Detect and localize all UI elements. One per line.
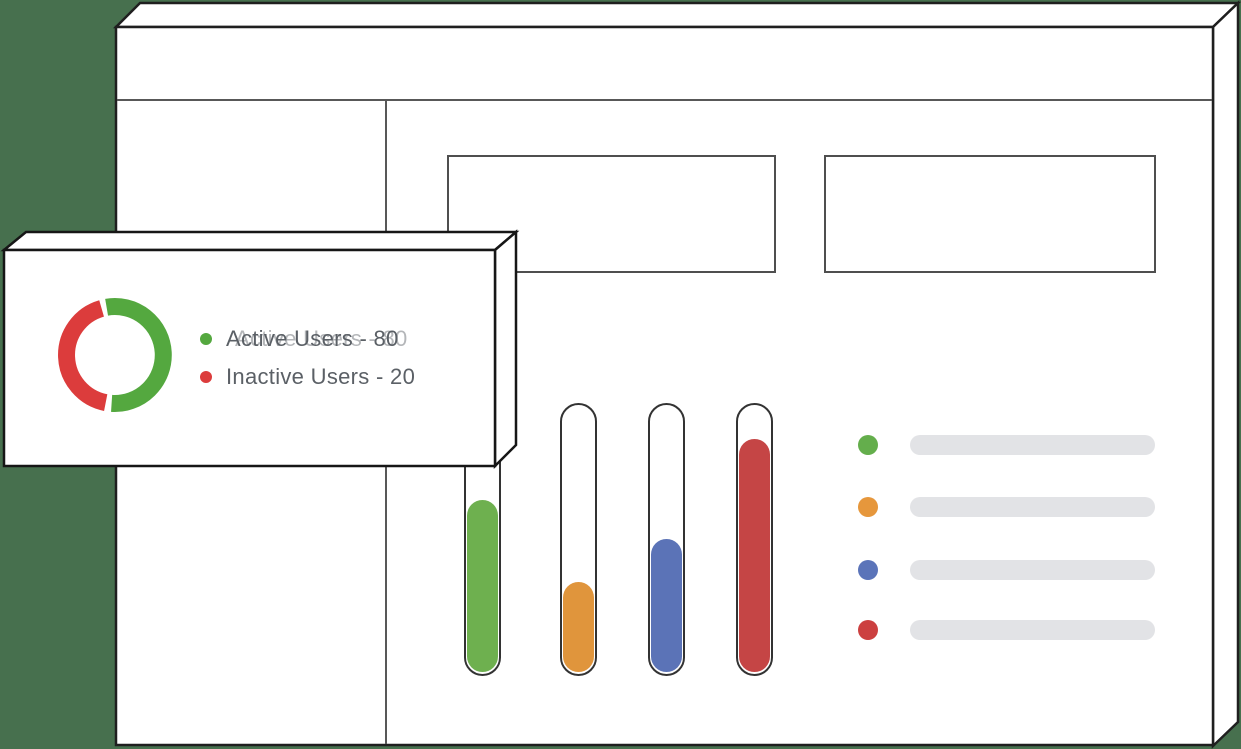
donut-arc-inactive-users xyxy=(58,300,108,411)
popup-card-3d-frame xyxy=(0,229,520,470)
legend-text-placeholder-1 xyxy=(910,435,1155,455)
tube-bar-fill-3 xyxy=(651,539,682,672)
user-stats-popup: Active Users - 80 Active Users - 80 Inac… xyxy=(0,228,522,472)
popup-content: Active Users - 80 Active Users - 80 Inac… xyxy=(4,250,495,466)
legend-text-placeholder-2 xyxy=(910,497,1155,517)
donut-chart xyxy=(58,298,172,412)
legend-text-placeholder-4 xyxy=(910,620,1155,640)
legend-color-dot-4 xyxy=(858,620,878,640)
legend-text-placeholder-3 xyxy=(910,560,1155,580)
tube-bar-fill-1 xyxy=(467,500,498,672)
tube-bar-3 xyxy=(648,403,685,676)
legend-dot-inactive xyxy=(200,371,212,383)
legend-label-active: Active Users - 80 xyxy=(226,326,399,351)
legend-item-active-users: Active Users - 80 Active Users - 80 xyxy=(200,326,407,352)
stat-card-right xyxy=(824,155,1156,273)
popup-right-face xyxy=(493,229,518,470)
tube-bar-fill-2 xyxy=(563,582,594,672)
legend-dot-active xyxy=(200,333,212,345)
tube-bar-fill-4 xyxy=(739,439,770,672)
legend-label-inactive: Inactive Users - 20 xyxy=(226,364,416,389)
popup-top-face xyxy=(0,230,520,252)
tube-bar-2 xyxy=(560,403,597,676)
legend-color-dot-1 xyxy=(858,435,878,455)
donut-arc-active-users xyxy=(105,298,172,412)
legend-item-inactive-users: Inactive Users - 20 xyxy=(200,364,415,390)
legend-color-dot-2 xyxy=(858,497,878,517)
legend-color-dot-3 xyxy=(858,560,878,580)
tube-bar-4 xyxy=(736,403,773,676)
popup-front-face xyxy=(2,248,497,468)
